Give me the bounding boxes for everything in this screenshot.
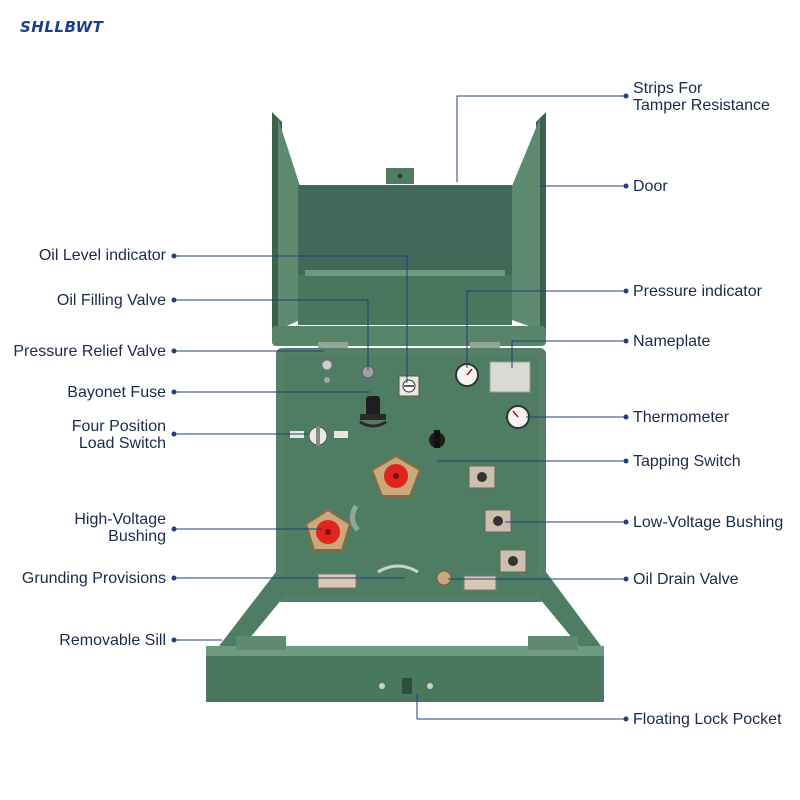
- oil-level-indicator-icon: [398, 375, 420, 397]
- bayonet-fuse-icon: [359, 396, 387, 428]
- label-oil-drain-valve: Oil Drain Valve: [633, 571, 739, 588]
- nameplate-plate: [489, 361, 531, 393]
- label-grounding-provisions: Grunding Provisions: [21, 570, 166, 587]
- lock-pocket-icon: [402, 678, 412, 694]
- label-tapping-switch: Tapping Switch: [633, 453, 741, 470]
- label-oil-filling-valve: Oil Filling Valve: [56, 292, 166, 309]
- hinge-right: [470, 342, 500, 350]
- tapping-switch-icon: [429, 430, 445, 448]
- leader-lines: [174, 95, 626, 720]
- label-door: Door: [633, 178, 668, 195]
- brand-logo: SHLLBWT: [20, 18, 104, 36]
- label-nameplate: Nameplate: [633, 333, 711, 350]
- door: [272, 112, 546, 346]
- label-removable-sill: Removable Sill: [59, 632, 166, 649]
- label-oil-level-indicator: Oil Level indicator: [38, 247, 166, 264]
- parking-hook: [350, 504, 360, 532]
- leader-pressure-indicator: [466, 290, 626, 368]
- leader-oil-level: [174, 255, 408, 383]
- leader-nameplate: [511, 340, 626, 368]
- label-thermometer: Thermometer: [633, 409, 730, 426]
- label-floating-lock-pocket: Floating Lock Pocket: [633, 711, 782, 728]
- label-bayonet-fuse: Bayonet Fuse: [67, 384, 166, 401]
- oil-drain-valve-icon: [436, 570, 452, 586]
- pressure-relief-valve-icon: [321, 359, 333, 383]
- label-low-voltage-bushing: Low-Voltage Bushing: [633, 514, 784, 531]
- lv-bushings-icon: [468, 465, 527, 573]
- label-pressure-indicator: Pressure indicator: [633, 283, 762, 300]
- leader-oil-filling: [174, 299, 369, 370]
- leader-dots: [171, 93, 629, 722]
- hinge-left: [318, 342, 348, 350]
- thermometer-icon: [506, 405, 530, 429]
- leader-strips: [456, 95, 626, 182]
- label-four-position-load-switch: Four Position Load Switch: [71, 418, 166, 452]
- label-strips-for-tamper-resistance: Strips For Tamper Resistance: [633, 80, 770, 114]
- hv-bushing-upper-icon: [370, 454, 422, 497]
- label-high-voltage-bushing: High-Voltage Bushing: [74, 511, 166, 545]
- label-pressure-relief-valve: Pressure Relief Valve: [13, 343, 166, 360]
- hv-bushing-lower-icon: [304, 508, 352, 551]
- leader-lock: [416, 694, 626, 720]
